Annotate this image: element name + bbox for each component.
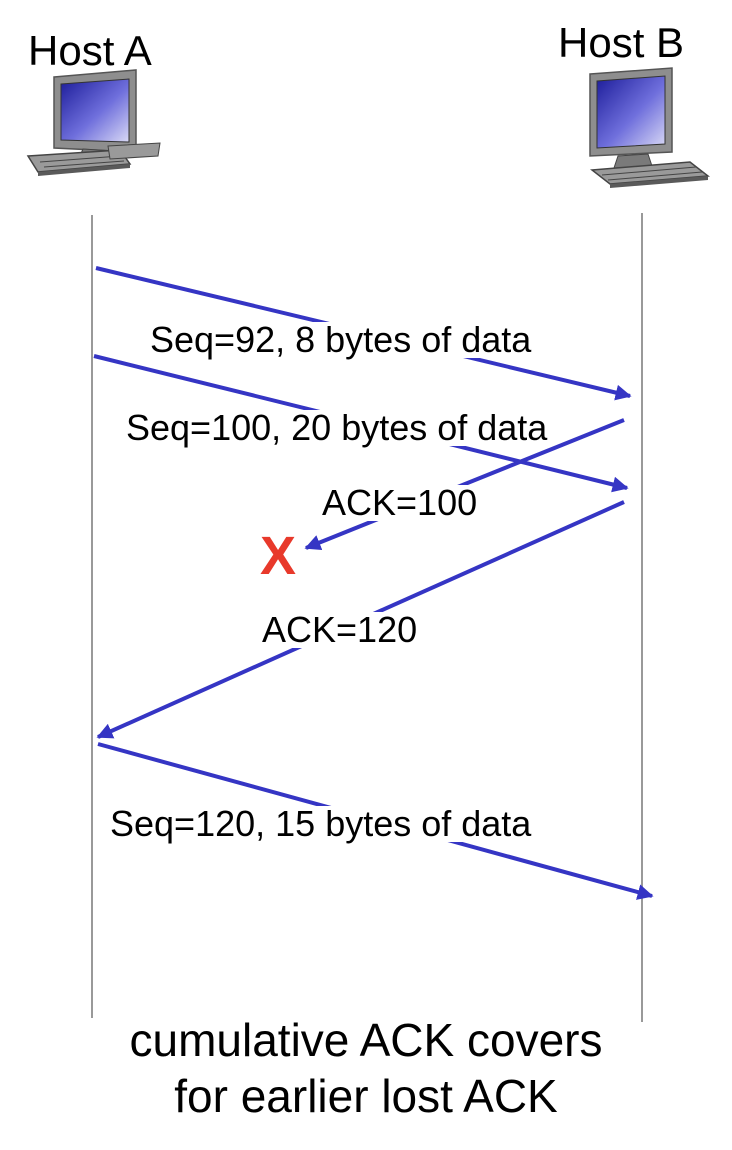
- caption: cumulative ACK covers for earlier lost A…: [0, 1012, 732, 1124]
- caption-line-1: cumulative ACK covers: [0, 1012, 732, 1068]
- caption-line-2: for earlier lost ACK: [0, 1068, 732, 1124]
- host-a-computer-icon: [28, 70, 160, 176]
- message-label-seq100: Seq=100, 20 bytes of data: [124, 410, 549, 446]
- message-label-seq92: Seq=92, 8 bytes of data: [148, 322, 533, 358]
- loss-x-icon: X: [260, 526, 296, 586]
- host-a-label: Host A: [28, 30, 152, 72]
- message-label-ack120: ACK=120: [260, 612, 419, 648]
- message-label-seq120: Seq=120, 15 bytes of data: [108, 806, 533, 842]
- host-b-label: Host B: [558, 22, 684, 64]
- message-label-ack100: ACK=100: [320, 485, 479, 521]
- host-b-computer-icon: [590, 68, 708, 188]
